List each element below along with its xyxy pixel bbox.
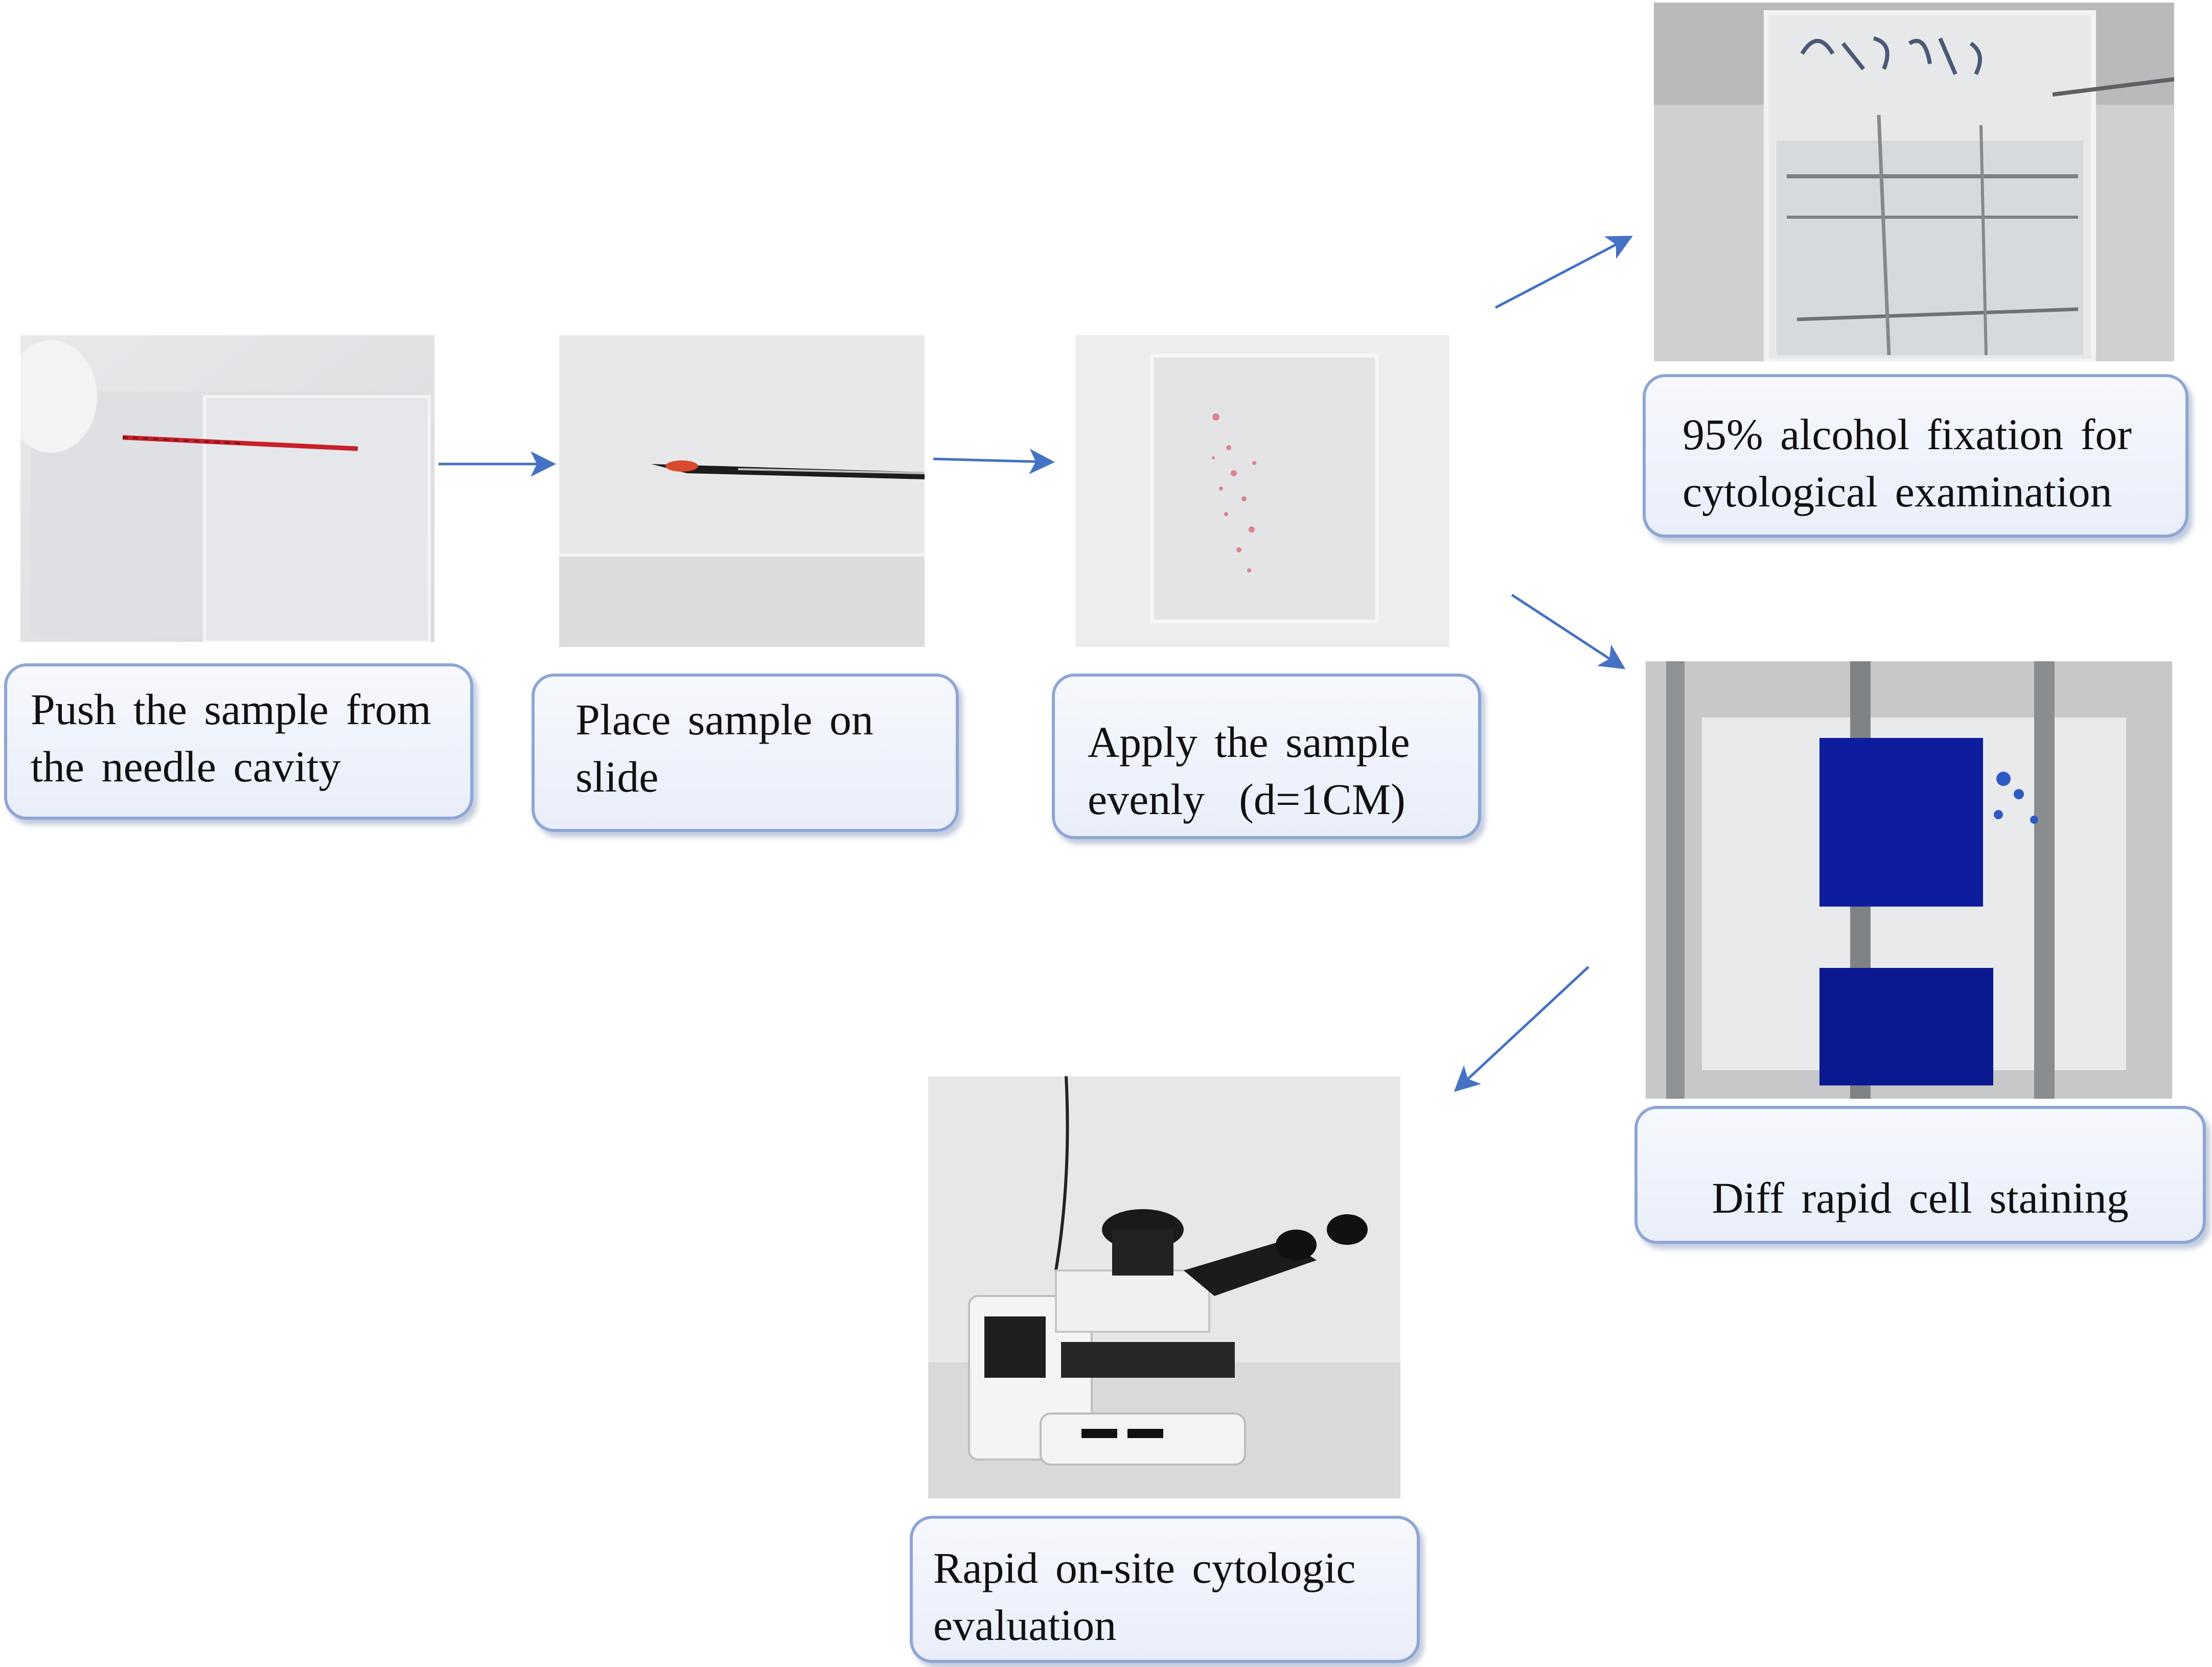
arrow-staining-to-evaluation <box>1454 966 1589 1092</box>
caption-rapid-evaluation: Rapid on-site cytologic evaluation <box>910 1516 1420 1663</box>
photo-alcohol-fixation <box>1654 3 2174 361</box>
photo-place-sample <box>559 335 925 647</box>
caption-alcohol-fixation: 95% alcohol fixation for cytological exa… <box>1643 374 2188 538</box>
caption-line: 95% alcohol fixation for <box>1683 410 2132 459</box>
caption-line: Diff rapid cell staining <box>1712 1173 2129 1222</box>
caption-diff-staining: Diff rapid cell staining <box>1634 1106 2206 1244</box>
caption-place-sample: Place sample on slide <box>532 674 959 832</box>
photo-push-sample <box>20 335 434 642</box>
caption-line: Apply the sample <box>1088 717 1410 767</box>
photo-apply-sample <box>1075 335 1449 647</box>
caption-line: the needle cavity <box>31 742 341 791</box>
caption-line: evaluation <box>933 1601 1117 1650</box>
photo-diff-staining <box>1646 661 2172 1099</box>
caption-push-sample: Push the sample from the needle cavity <box>4 663 473 820</box>
caption-line: Place sample on <box>575 695 873 744</box>
photo-microscope <box>928 1076 1400 1498</box>
caption-line: cytological examination <box>1683 467 2112 516</box>
arrow-place-to-apply <box>933 448 1055 474</box>
caption-line: Rapid on-site cytologic <box>933 1543 1356 1592</box>
caption-line: slide <box>575 752 659 801</box>
arrow-apply-to-staining <box>1511 593 1626 669</box>
caption-line: evenly (d=1CM) <box>1088 775 1405 824</box>
caption-apply-sample: Apply the sample evenly (d=1CM) <box>1052 674 1481 839</box>
caption-line: Push the sample from <box>31 685 431 734</box>
arrow-apply-to-fixation <box>1494 236 1633 309</box>
